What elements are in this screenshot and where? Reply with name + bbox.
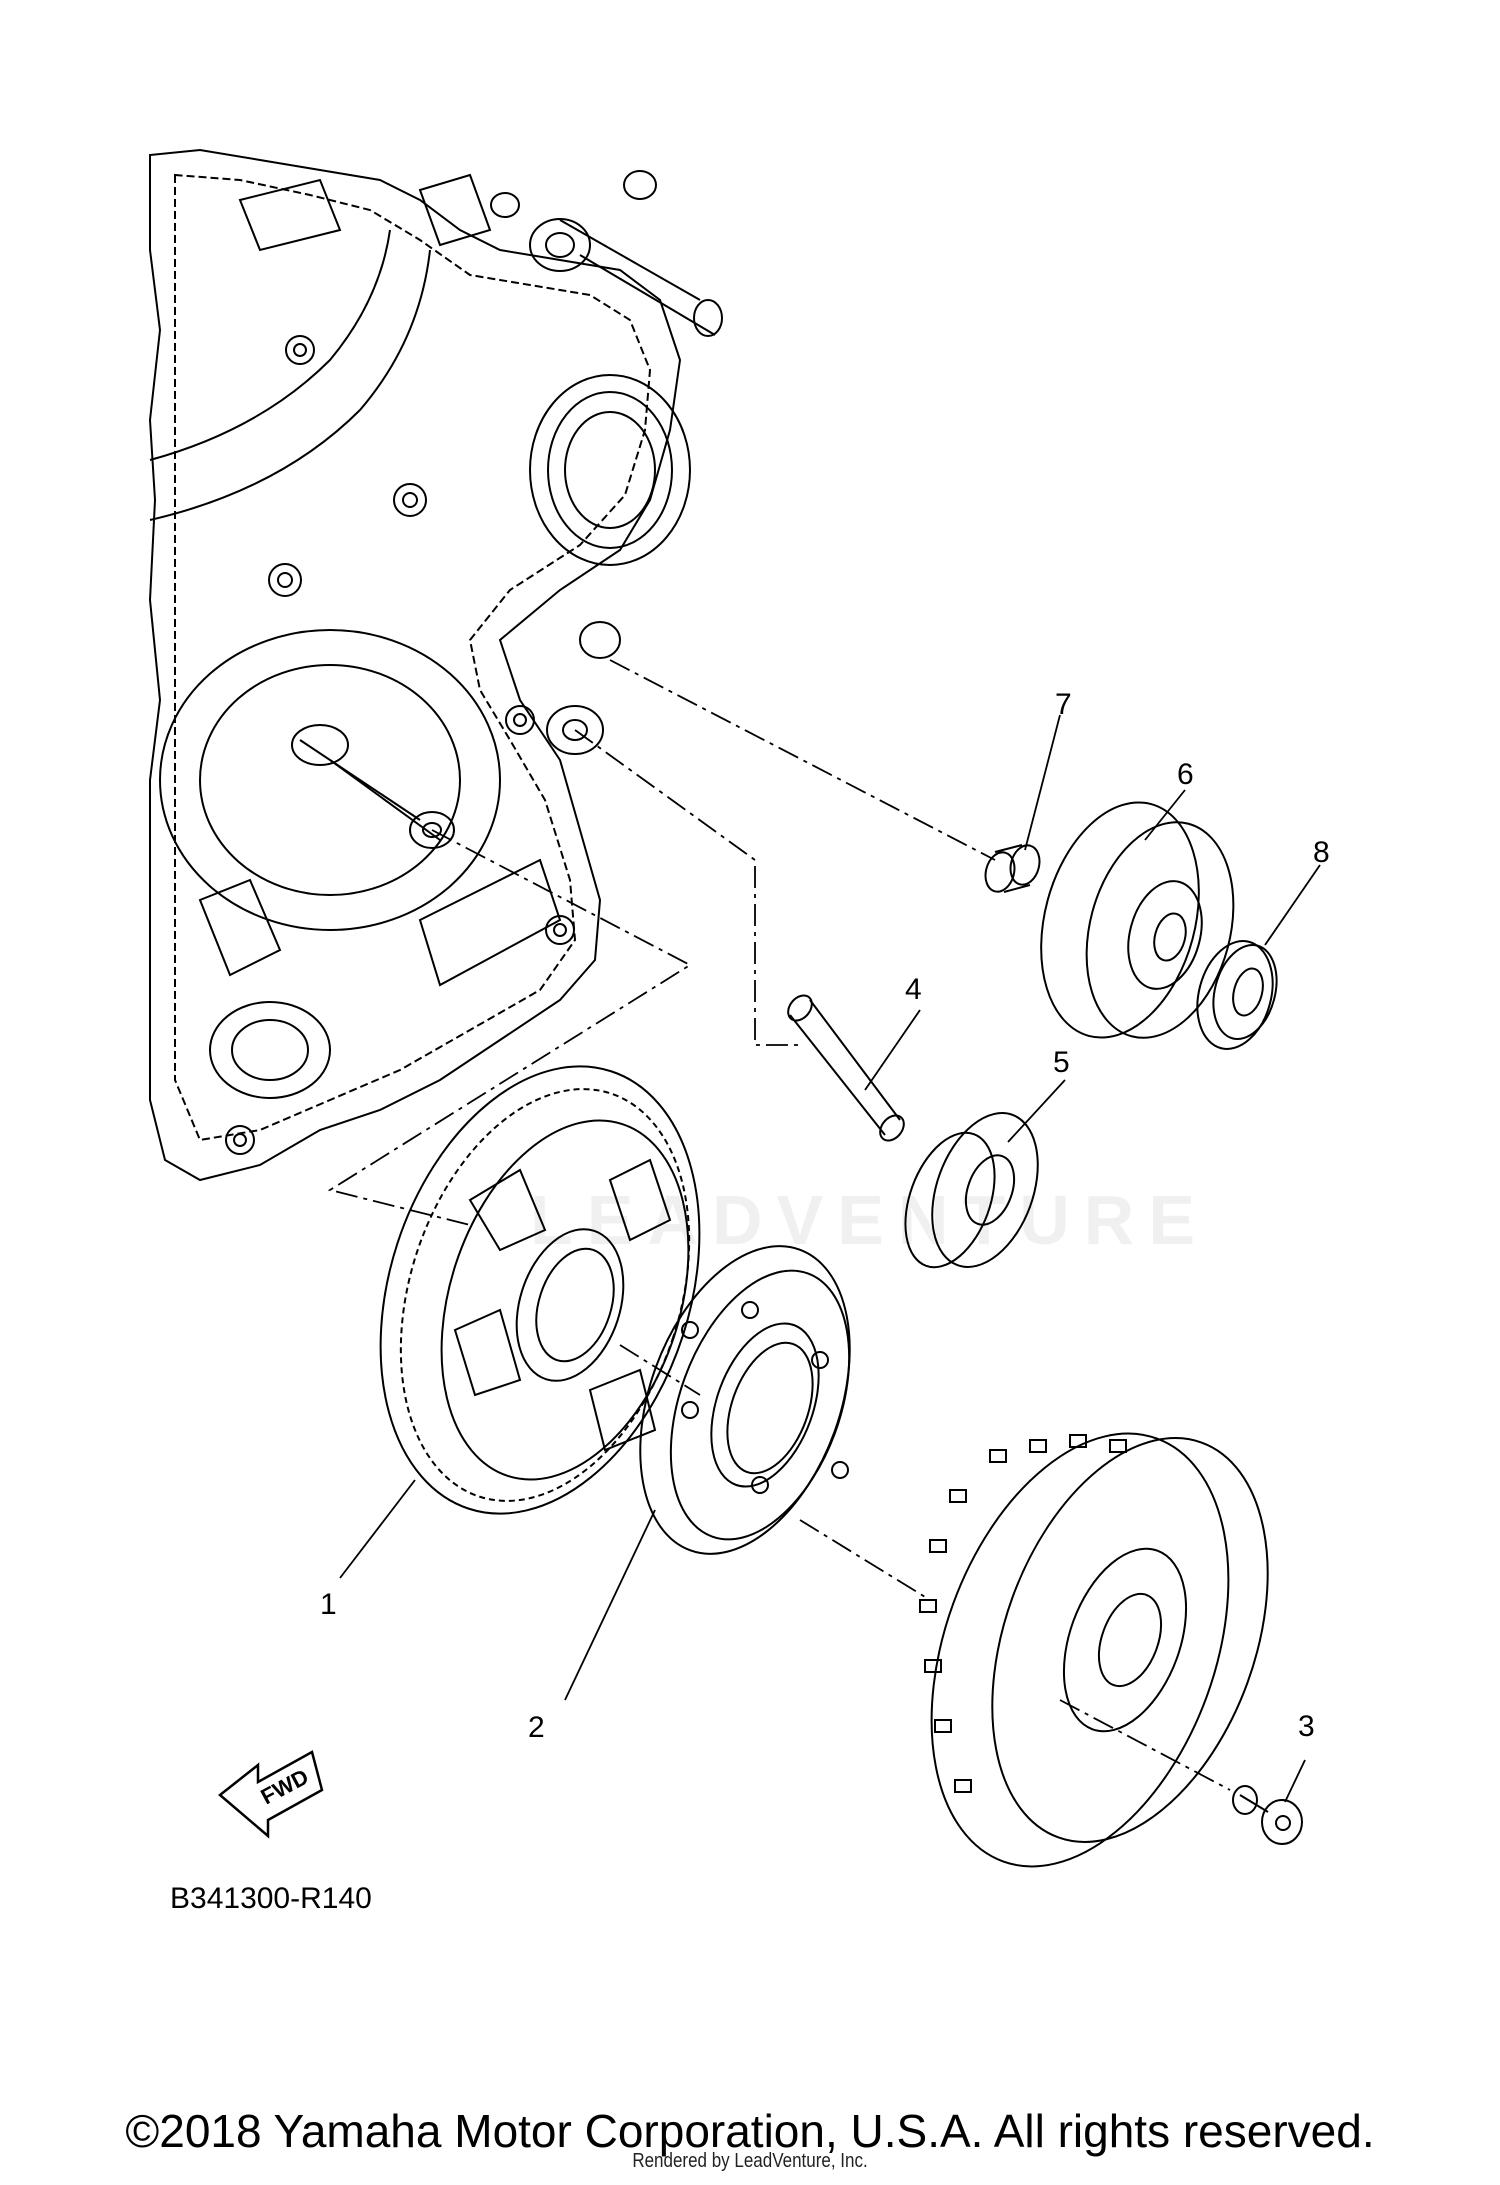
starter-drive-gear <box>1040 801 1235 1039</box>
callout-8: 8 <box>1313 836 1330 869</box>
bushing <box>984 844 1041 893</box>
callout-6: 6 <box>1177 758 1194 791</box>
callout-2: 2 <box>528 1711 545 1744</box>
callout-5: 5 <box>1053 1046 1070 1079</box>
flywheel-rotor <box>919 1432 1269 1868</box>
leader-lines <box>339 714 1321 1803</box>
assembly-lines <box>327 659 1231 1791</box>
starter-clutch <box>639 1245 851 1555</box>
rendered-by-note: Rendered by LeadVenture, Inc. <box>632 2150 868 2172</box>
callout-1: 1 <box>320 1588 337 1621</box>
starter-wheel-gear <box>379 1065 701 1515</box>
callout-7: 7 <box>1055 688 1072 721</box>
watermark: LEADVENTURE <box>530 1181 1210 1259</box>
copyright-notice: ©2018 Yamaha Motor Corporation, U.S.A. A… <box>125 2105 1375 2157</box>
fwd-arrow-icon <box>218 1750 324 1839</box>
engine-case <box>148 148 723 1182</box>
idler-gear <box>904 1112 1039 1269</box>
idler-shaft <box>787 994 905 1142</box>
bearing <box>1196 940 1278 1050</box>
diagram-code: B341300-R140 <box>170 1882 372 1915</box>
callout-3: 3 <box>1298 1710 1315 1743</box>
callout-4: 4 <box>905 973 922 1006</box>
rotor-bolt <box>1232 1785 1303 1845</box>
fwd-label: FWD <box>257 1764 313 1810</box>
